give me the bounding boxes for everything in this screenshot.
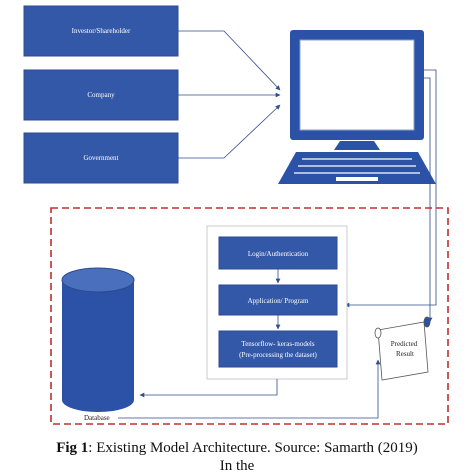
government-label: Government — [84, 154, 119, 162]
tensorflow-label-2: (Pre-processing the dataset) — [239, 351, 317, 359]
company-label: Company — [87, 91, 115, 99]
government-box: Government — [23, 132, 179, 184]
login-label: Login/Authentication — [248, 250, 309, 258]
db-to-result-line — [118, 359, 381, 419]
government-arrow — [178, 104, 281, 159]
figure-caption: Fig 1: Existing Model Architecture. Sour… — [0, 439, 474, 475]
application-box: Application/ Program — [218, 284, 338, 316]
caption-fig-label: Fig 1 — [56, 440, 89, 456]
company-box: Company — [23, 69, 179, 121]
application-label: Application/ Program — [248, 297, 309, 305]
computer-output-line — [344, 69, 437, 308]
database-icon — [61, 267, 135, 412]
tensorflow-box: Tensorflow- keras-models (Pre-processing… — [218, 330, 338, 368]
database-label: Database — [84, 414, 110, 422]
tensorflow-label-1: Tensorflow- keras-models — [241, 340, 314, 348]
result-label-1: Predicted — [391, 340, 418, 348]
predicted-result-scroll: Predicted Result — [374, 316, 431, 381]
login-box: Login/Authentication — [218, 236, 338, 270]
system-to-db-line — [139, 379, 278, 398]
investor-arrow — [178, 30, 281, 91]
computer-icon — [278, 30, 436, 184]
caption-line2: In the — [219, 458, 255, 474]
investor-box: Investor/Shareholder — [23, 5, 179, 57]
investor-label: Investor/Shareholder — [72, 27, 131, 35]
system-boundary — [50, 207, 449, 425]
computer-result-line — [424, 77, 433, 323]
result-label-2: Result — [396, 350, 414, 358]
caption-text: : Existing Model Architecture. Source: S… — [88, 440, 418, 456]
